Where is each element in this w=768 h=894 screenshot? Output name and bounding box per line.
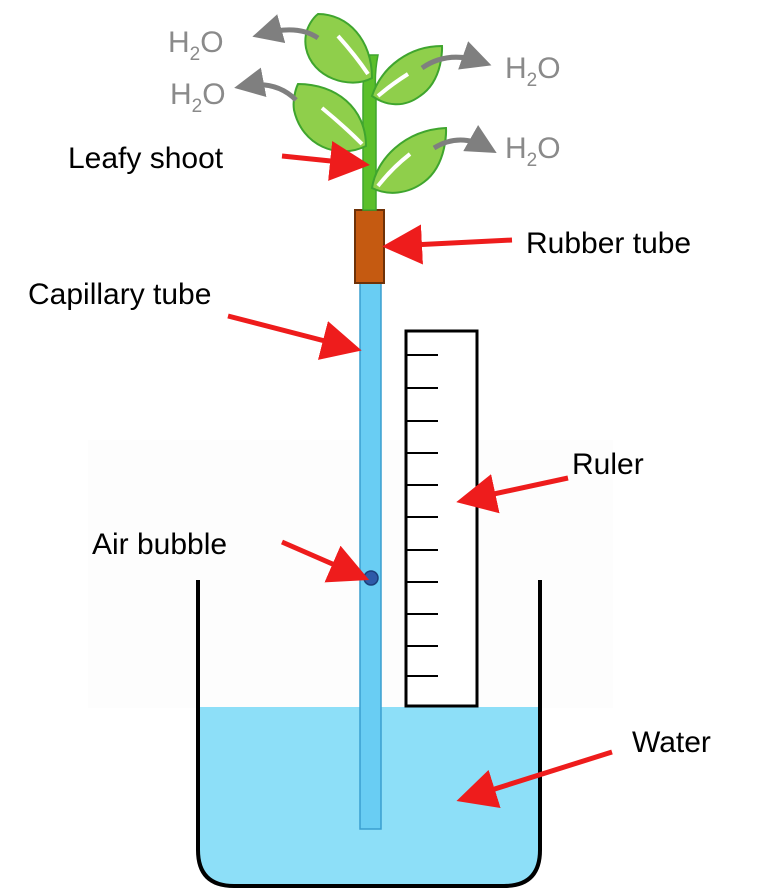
h2o-label: H2O [505, 132, 561, 171]
arrow-rubber-tube [382, 224, 513, 265]
arrow-water [456, 749, 613, 809]
vapour-arrow-icon [234, 67, 298, 102]
h2o-label: H2O [505, 52, 561, 91]
arrow-air-bubble [281, 539, 370, 583]
label-water: Water [632, 726, 711, 759]
air-bubble [363, 570, 379, 586]
leaf-lower-right [370, 126, 448, 194]
pointer-arrows [227, 141, 613, 809]
label-leafy-shoot: Leafy shoot [68, 142, 224, 175]
ruler-ticks [406, 354, 438, 677]
vapour-arrow-icon [252, 14, 320, 44]
h2o-label: H2O [168, 26, 224, 65]
ruler [404, 329, 479, 708]
label-ruler: Ruler [572, 448, 644, 481]
leaf-mid-left [292, 82, 368, 153]
ruler-body [404, 329, 479, 708]
capillary-tube [359, 282, 382, 830]
h2o-label: H2O [170, 78, 226, 117]
leaf-top-left [304, 12, 374, 84]
vapour-arrow-icon [420, 41, 492, 71]
beaker-outline [196, 580, 542, 888]
leafy-shoot [292, 12, 448, 211]
label-air-bubble: Air bubble [92, 528, 227, 561]
vapour-arrows [234, 14, 497, 153]
arrow-capillary-tube [227, 313, 362, 360]
label-rubber-tube: Rubber tube [526, 227, 691, 260]
label-capillary-tube: Capillary tube [28, 278, 211, 311]
arrow-leafy-shoot [281, 141, 370, 181]
arrow-ruler [456, 474, 569, 514]
vapour-arrow-icon [432, 125, 497, 153]
rubber-tube [354, 209, 385, 284]
